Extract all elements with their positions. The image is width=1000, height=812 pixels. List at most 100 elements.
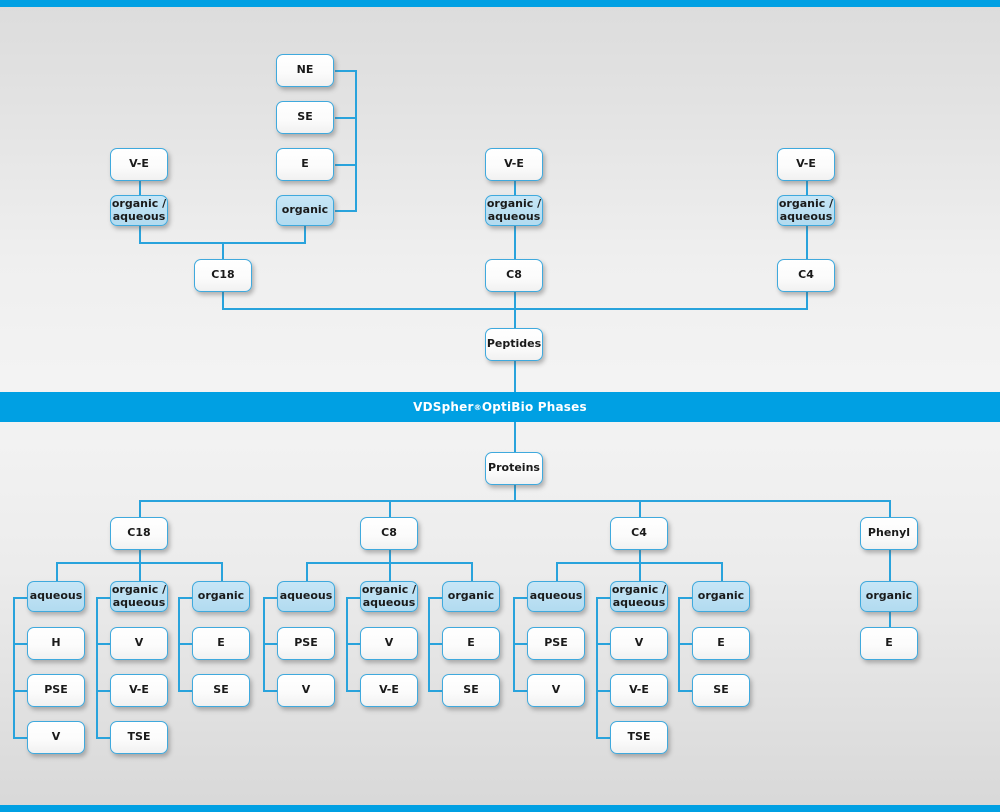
connector-ne-to-bracket [335,70,357,72]
node-c8-peptides[interactable]: C8 [485,259,543,292]
node-ve-c4-peptides[interactable]: V-E [777,148,835,181]
connector-c8-aqueous-1 [263,643,278,645]
bracket-c4-organic-aqueous [596,597,598,737]
node-c18-organic-aqueous[interactable]: organic / aqueous [110,581,168,612]
node-c4-aqueous-pse[interactable]: PSE [527,627,585,660]
connector-ve-to-oa-left [139,181,141,196]
node-se[interactable]: SE [276,101,334,134]
node-c4-organic-se[interactable]: SE [692,674,750,707]
node-c18-oa-v[interactable]: V [110,627,168,660]
banner-text-after: OptiBio Phases [481,400,587,414]
connector-c4-aqueous-head [513,597,528,599]
node-c4-organic-e[interactable]: E [692,627,750,660]
node-c8-organic-e[interactable]: E [442,627,500,660]
registered-trademark-icon: ® [473,402,482,412]
node-c8-aqueous[interactable]: aqueous [277,581,335,612]
connector-ve-to-oa-mid [514,181,516,196]
node-c18-peptides[interactable]: C18 [194,259,252,292]
node-c18-organic-se[interactable]: SE [192,674,250,707]
node-c18-oa-ve[interactable]: V-E [110,674,168,707]
node-c18-organic[interactable]: organic [192,581,250,612]
connector-c18-to-organic [221,562,223,581]
connector-c18-to-oa [139,562,141,581]
node-proteins[interactable]: Proteins [485,452,543,485]
connector-c4-to-aqueous [556,562,558,581]
connector-c18-oa-3 [96,737,111,739]
connector-c8-oa-1 [346,643,361,645]
connector-proteins-down [514,485,516,501]
connector-oa-right-to-c4 [806,226,808,259]
connector-c4-to-organic [721,562,723,581]
connector-c4-aqueous-1 [513,643,528,645]
connector-se-to-bracket [335,117,357,119]
node-c4-proteins[interactable]: C4 [610,517,668,550]
node-phenyl-organic[interactable]: organic [860,581,918,612]
node-c8-organic[interactable]: organic [442,581,500,612]
node-organic-aqueous-c8-peptides[interactable]: organic / aqueous [485,195,543,226]
bottom-accent-bar [0,805,1000,812]
connector-c8-down [514,292,516,309]
node-e[interactable]: E [276,148,334,181]
node-ve-c18-peptides[interactable]: V-E [110,148,168,181]
connector-down-to-c18-proteins [139,500,141,517]
node-organic-aqueous-c18-peptides[interactable]: organic / aqueous [110,195,168,226]
connector-c18-to-aqueous [56,562,58,581]
node-organic-aqueous-c4-peptides[interactable]: organic / aqueous [777,195,835,226]
connector-c18-aqueous-head [13,597,28,599]
connector-phenyl-organic-to-e [889,612,891,627]
node-phenyl-organic-e[interactable]: E [860,627,918,660]
node-c8-oa-v[interactable]: V [360,627,418,660]
connector-c18-aqueous-2 [13,690,28,692]
connector-down-to-phenyl-proteins [889,500,891,517]
bracket-c18-organic-aqueous [96,597,98,737]
connector-c18-organic-2 [178,690,193,692]
node-c4-organic[interactable]: organic [692,581,750,612]
connector-c4-organic-head [678,597,693,599]
node-c18-aqueous-pse[interactable]: PSE [27,674,85,707]
node-ve-c8-peptides[interactable]: V-E [485,148,543,181]
node-peptides[interactable]: Peptides [485,328,543,361]
node-phenyl-proteins[interactable]: Phenyl [860,517,918,550]
node-c18-oa-tse[interactable]: TSE [110,721,168,754]
connector-down-to-c8-proteins [389,500,391,517]
node-c18-proteins[interactable]: C18 [110,517,168,550]
connector-down-to-c4-proteins [639,500,641,517]
connector-c18-aqueous-3 [13,737,28,739]
connector-e-to-bracket [335,164,357,166]
connector-c18-oa-2 [96,690,111,692]
connector-c8-proteins-down [389,550,391,563]
node-c4-oa-tse[interactable]: TSE [610,721,668,754]
node-c4-oa-v[interactable]: V [610,627,668,660]
node-c8-oa-ve[interactable]: V-E [360,674,418,707]
node-c8-aqueous-v[interactable]: V [277,674,335,707]
node-c8-proteins[interactable]: C8 [360,517,418,550]
node-c8-organic-se[interactable]: SE [442,674,500,707]
node-c8-aqueous-pse[interactable]: PSE [277,627,335,660]
connector-c18-organic-1 [178,643,193,645]
connector-c8-organic-2 [428,690,443,692]
node-c4-aqueous-v[interactable]: V [527,674,585,707]
connector-c8-to-oa [389,562,391,581]
node-organic-c18-peptides[interactable]: organic [276,195,334,226]
node-c4-peptides[interactable]: C4 [777,259,835,292]
connector-c18-down [222,292,224,309]
node-c4-organic-aqueous[interactable]: organic / aqueous [610,581,668,612]
connector-organic-left-down [304,226,306,243]
connector-phenyl-to-organic [889,550,891,581]
node-c18-aqueous-h[interactable]: H [27,627,85,660]
connector-c4-oa-1 [596,643,611,645]
node-c18-organic-e[interactable]: E [192,627,250,660]
node-c4-oa-ve[interactable]: V-E [610,674,668,707]
node-c18-aqueous[interactable]: aqueous [27,581,85,612]
connector-c4-organic-2 [678,690,693,692]
node-ne[interactable]: NE [276,54,334,87]
connector-down-to-c18 [222,242,224,259]
node-c18-aqueous-v[interactable]: V [27,721,85,754]
node-c8-organic-aqueous[interactable]: organic / aqueous [360,581,418,612]
node-c4-aqueous[interactable]: aqueous [527,581,585,612]
connector-c8-aqueous-2 [263,690,278,692]
connector-c4-oa-head [596,597,611,599]
connector-proteins-distribution-bar [139,500,891,502]
connector-c8-to-organic [471,562,473,581]
